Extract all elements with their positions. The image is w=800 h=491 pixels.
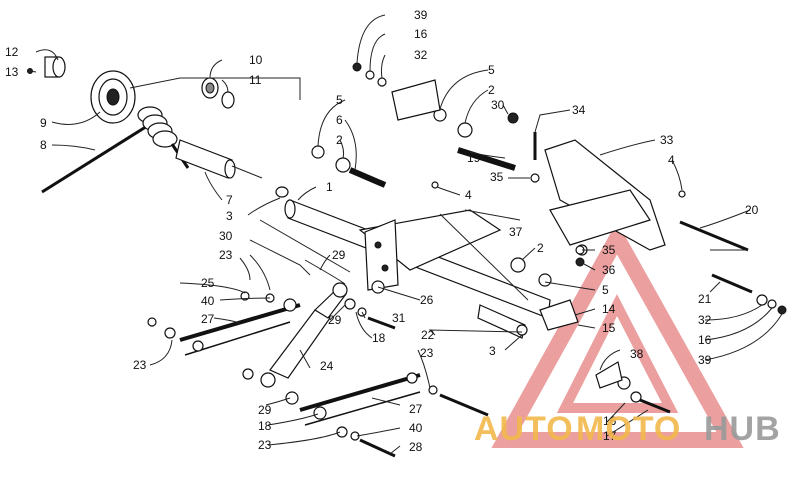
watermark-logo [491,221,744,448]
callout-2-mid: 2 [336,133,343,147]
watermark-text: AUTO MOTO HUB [474,410,781,448]
callout-15: 15 [602,321,616,335]
callout-37: 37 [509,225,523,239]
callout-2-top: 2 [488,83,495,97]
callout-23-upper: 23 [219,248,233,262]
callout-1: 1 [326,180,333,194]
watermark-word-auto: AUTO [474,410,574,448]
callout-14: 14 [602,302,616,316]
callout-25: 25 [201,276,215,290]
watermark-word-hub: HUB [704,410,781,448]
callout-31: 31 [392,311,406,325]
callout-40-lower: 40 [409,421,423,435]
callout-33: 33 [660,133,674,147]
callout-39-top: 39 [414,8,428,22]
callout-29-mid: 29 [332,248,346,262]
callout-38: 38 [630,347,644,361]
callout-24: 24 [320,359,334,373]
callout-40-upper: 40 [201,294,215,308]
callout-5-top: 5 [488,63,495,77]
callout-36: 36 [602,263,616,277]
callout-23-bottom: 23 [258,438,272,452]
callout-27-lower: 27 [409,402,423,416]
callout-13: 13 [5,65,19,79]
callout-32-top: 32 [414,48,428,62]
callout-21: 21 [698,292,712,306]
spring-coil [137,106,190,169]
callout-39-right: 39 [698,353,712,367]
callout-18-lower: 18 [258,419,272,433]
callout-3-low: 3 [489,344,496,358]
callout-labels: 12 13 9 8 10 11 7 3 1 5 6 2 39 16 32 5 2… [5,8,759,454]
callout-34: 34 [572,103,586,117]
callout-30-mid: 30 [219,229,233,243]
leader-lines [29,14,783,455]
callout-29-bottom: 29 [258,403,272,417]
callout-35-low: 35 [602,243,616,257]
callout-2-low: 2 [537,241,544,255]
callout-28: 28 [409,440,423,454]
callout-12: 12 [5,45,19,59]
callout-5-low: 5 [602,283,609,297]
callout-19: 19 [467,151,481,165]
callout-7: 7 [226,193,233,207]
callout-23-left: 23 [133,358,147,372]
watermark-word-moto: MOTO [576,410,681,448]
callout-8: 8 [40,138,47,152]
callout-4-right: 4 [668,153,675,167]
callout-16-right: 16 [698,333,712,347]
callout-11: 11 [249,73,262,87]
callout-5-mid: 5 [336,93,343,107]
callout-32-right: 32 [698,313,712,327]
callout-17: 17 [603,429,617,443]
callout-29-low: 29 [328,313,342,327]
callout-9: 9 [40,116,47,130]
parts-artwork [27,56,787,458]
callout-4-mid: 4 [465,188,472,202]
callout-16-top: 16 [414,27,428,41]
callout-6: 6 [336,113,343,127]
callout-27-upper: 27 [201,312,215,326]
callout-3-left: 3 [226,209,233,223]
callout-20: 20 [745,203,759,217]
callout-23-mid: 23 [420,346,434,360]
callout-22: 22 [421,328,435,342]
callout-30-top: 30 [491,98,505,112]
callout-16-bottom: 16 [603,414,617,428]
callout-35-top: 35 [490,170,504,184]
callout-26: 26 [420,293,434,307]
callout-10: 10 [249,53,263,67]
callout-18-upper: 18 [372,331,386,345]
